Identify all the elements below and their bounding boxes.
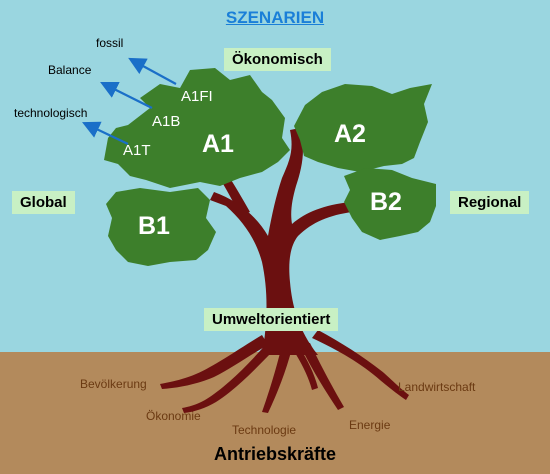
scenario-a1t: A1T: [123, 142, 151, 159]
arrow-a1fi: [128, 57, 177, 85]
scenario-b2: B2: [370, 188, 402, 216]
arrow-a1t: [82, 121, 129, 145]
scenario-a2: A2: [334, 120, 366, 148]
leaf-cluster-b2: [344, 168, 436, 240]
root-label-landwirtschaft: Landwirtschaft: [398, 380, 476, 394]
scenario-a1b: A1B: [152, 113, 181, 130]
leaf-cluster-b1: [106, 188, 216, 266]
axis-label-right: Regional: [450, 191, 530, 214]
scenario-b1: B1: [138, 212, 170, 240]
axis-label-bottom: Umweltorientiert: [204, 308, 339, 331]
scenario-a1fi: A1FI: [181, 88, 213, 105]
arrow-a1b: [100, 82, 153, 109]
root-label-oekonomie: Ökonomie: [146, 409, 201, 423]
sub-scenario-arrows: [82, 57, 177, 145]
leaf-cluster-a2: [294, 84, 432, 172]
label-fossil: fossil: [96, 36, 124, 50]
axis-label-left: Global: [12, 191, 75, 214]
foliage: [104, 68, 436, 266]
leaf-cluster-a1: [104, 68, 290, 188]
label-technologisch: technologisch: [14, 106, 88, 120]
diagram-title: SZENARIEN: [225, 8, 325, 27]
axis-label-top: Ökonomisch: [224, 48, 331, 71]
root-label-bevoelkerung: Bevölkerung: [80, 377, 147, 391]
label-balance: Balance: [48, 63, 92, 77]
root-label-technologie: Technologie: [232, 423, 297, 437]
footer-label: Antriebskräfte: [213, 444, 337, 464]
root-label-energie: Energie: [349, 418, 391, 432]
scenario-a1: A1: [202, 130, 234, 158]
